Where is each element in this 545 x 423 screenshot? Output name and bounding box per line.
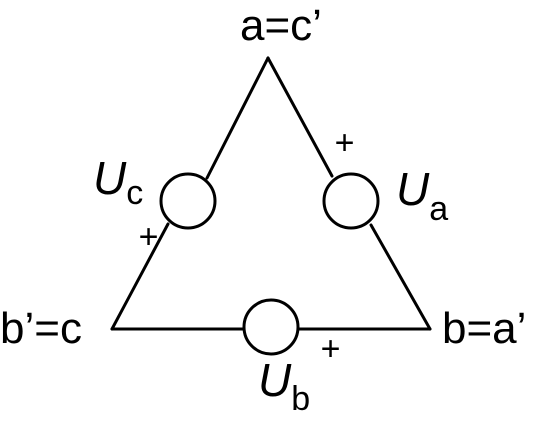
source-c-polarity: + bbox=[138, 218, 158, 256]
source-b-symbol: U bbox=[258, 354, 292, 406]
wire-left-upper bbox=[205, 56, 270, 180]
node-label-left: b’=c bbox=[0, 304, 82, 353]
source-b-label: Ub bbox=[258, 354, 310, 418]
source-b-subscript: b bbox=[291, 380, 310, 418]
source-c-label: Uc bbox=[93, 152, 143, 212]
source-a-symbol: U bbox=[396, 163, 430, 215]
wire-left-lower bbox=[110, 222, 170, 331]
source-c-circle bbox=[159, 172, 217, 230]
source-c-subscript: c bbox=[126, 174, 143, 212]
source-a-polarity: + bbox=[334, 124, 354, 162]
wire-right-upper bbox=[266, 56, 334, 178]
wire-right-lower bbox=[369, 223, 432, 331]
source-b-polarity: + bbox=[320, 330, 340, 368]
node-label-right: b=a’ bbox=[442, 304, 526, 353]
node-label-top: a=c’ bbox=[240, 1, 322, 50]
source-a-label: Ua bbox=[396, 163, 448, 228]
source-a-circle bbox=[322, 172, 380, 230]
source-a-subscript: a bbox=[429, 190, 448, 228]
source-b-circle bbox=[242, 298, 300, 356]
triangle-wiring bbox=[110, 56, 432, 331]
source-c-symbol: U bbox=[93, 152, 127, 204]
